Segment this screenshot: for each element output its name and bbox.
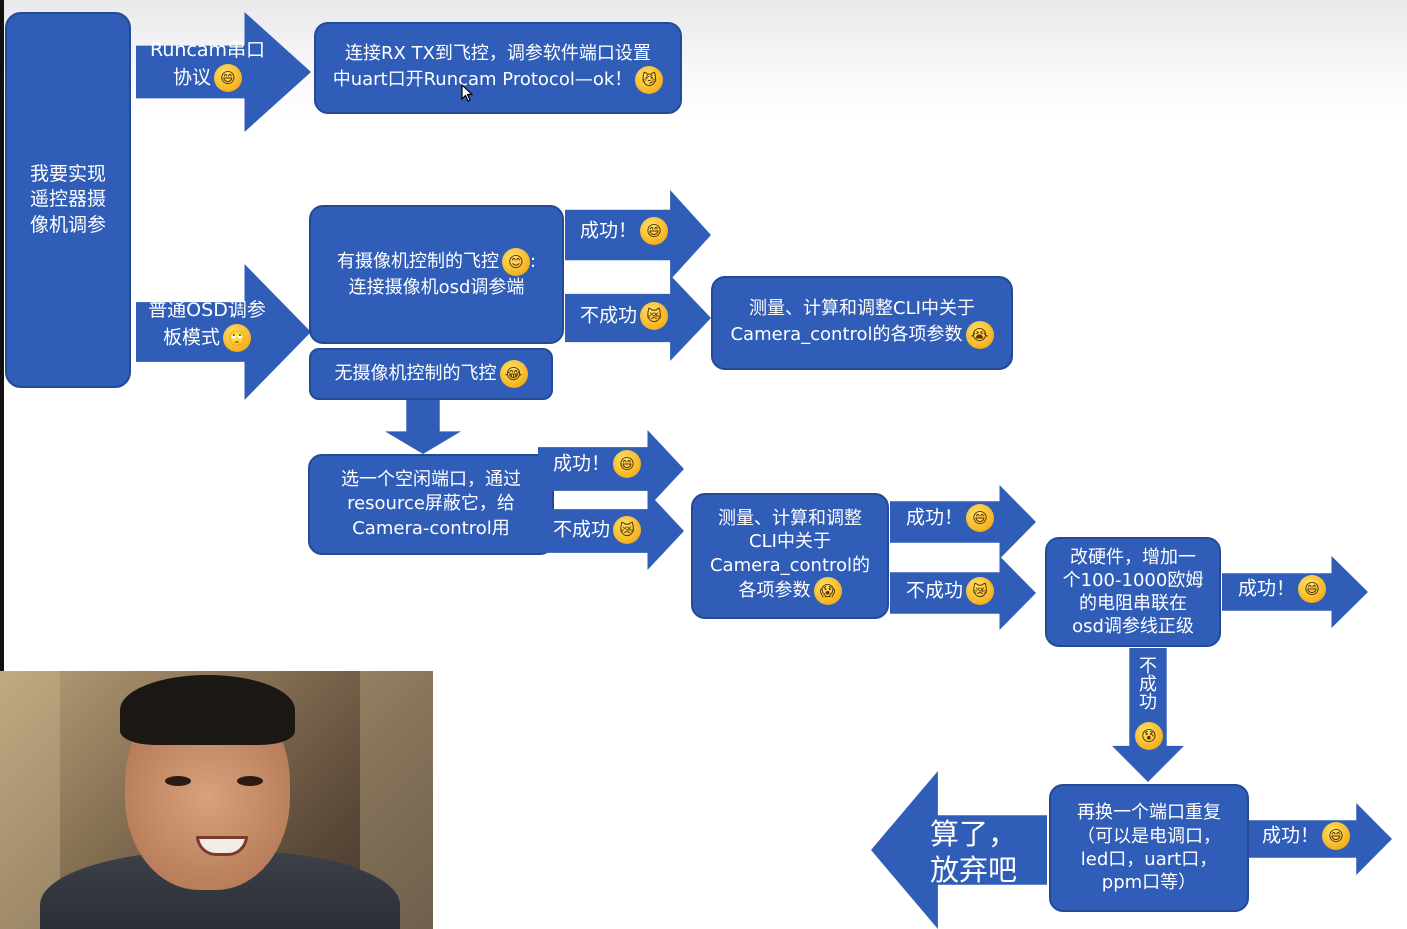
hardware-line3: 的电阻串联在 — [1079, 593, 1187, 614]
resource-fail-text: 不成功 — [553, 518, 611, 541]
hardware-line4: osd调参线正级 — [1072, 616, 1194, 638]
window-edge — [0, 0, 4, 929]
without-camera-control-box: 无摄像机控制的飞控😂 — [309, 348, 553, 400]
runcam-label-line1: Runcam串口 — [150, 39, 266, 61]
smile-emoji-icon: 😊 — [501, 248, 530, 277]
runcam-result-line2: 中uart口开Runcam Protocol—ok！ — [332, 69, 633, 91]
hardware-line2: 个100-1000欧姆 — [1062, 569, 1204, 591]
arrow-runcam-label: Runcam串口 协议😄 — [150, 38, 265, 92]
measure-mid-line2: CLI中关于 — [749, 531, 831, 553]
runcam-result-line1: 连接RX TX到飞控，调参软件端口设置 — [345, 42, 651, 64]
sob-emoji-icon: 😭 — [965, 321, 994, 350]
anxious-sweat-emoji-icon: 😰 — [1135, 722, 1163, 750]
without-control-text: 无摄像机控制的飞控 — [334, 363, 497, 384]
with-control-line1: 有摄像机控制的飞控 — [336, 251, 499, 273]
resource-success-label: 成功！😄 — [553, 450, 642, 478]
give-up-line1: 算了， — [930, 817, 1018, 851]
eye-roll-emoji-icon: 🙄 — [223, 323, 251, 352]
root-goal-box: 我要实现遥控器摄像机调参 — [5, 12, 131, 388]
measure-cli-box-top: 测量、计算和调整CLI中关于 Camera_control的各项参数😭 — [711, 276, 1013, 370]
with-control-fail-text: 不成功 — [580, 304, 638, 327]
resource-box: 选一个空闲端口，通过 resource屏蔽它，给 Camera-control用 — [308, 454, 554, 555]
with-control-success-label: 成功！😄 — [580, 217, 669, 245]
osd-label-line1: 普通OSD调参 — [148, 299, 266, 321]
resource-line2: resource屏蔽它，给 — [347, 493, 515, 515]
crying-cat-emoji-icon: 😿 — [613, 516, 642, 544]
give-up-line2: 放弃吧 — [930, 853, 1018, 888]
measure-top-line2: Camera_control的各项参数 — [730, 324, 963, 346]
retry-line1: 再换一个端口重复 — [1077, 802, 1221, 824]
tears-of-joy-emoji-icon: 😂 — [499, 360, 528, 388]
measure-top-line1: 测量、计算和调整CLI中关于 — [749, 297, 975, 319]
measure-fail-label: 不成功😿 — [906, 577, 995, 605]
retry-port-box: 再换一个端口重复 （可以是电调口， led口，uart口， ppm口等） — [1049, 784, 1249, 912]
grin-emoji-icon: 😄 — [1322, 822, 1351, 850]
resource-line3: Camera-control用 — [352, 517, 510, 539]
grin-emoji-icon: 😄 — [1298, 575, 1327, 603]
retry-success-label: 成功！😄 — [1262, 822, 1351, 850]
hardware-line1: 改硬件，增加一 — [1070, 546, 1196, 568]
root-goal-text: 我要实现遥控器摄像机调参 — [29, 162, 106, 236]
measure-mid-line3: Camera_control的 — [709, 554, 871, 576]
crying-cat-emoji-icon: 😿 — [640, 302, 669, 330]
retry-line4: ppm口等） — [1101, 872, 1197, 894]
resource-success-text: 成功！ — [553, 452, 611, 475]
mouse-cursor-icon — [461, 84, 473, 102]
cat-smile-emoji-icon: 😼 — [635, 66, 664, 95]
with-control-fail-label: 不成功😿 — [580, 302, 669, 330]
with-camera-control-box: 有摄像机控制的飞控😊: 连接摄像机osd调参端 — [309, 205, 564, 344]
runcam-label-line2: 协议 — [172, 66, 211, 89]
resource-line1: 选一个空闲端口，通过 — [341, 469, 521, 491]
measure-fail-text: 不成功 — [906, 579, 964, 602]
hardware-mod-box: 改硬件，增加一 个100-1000欧姆 的电阻串联在 osd调参线正级 — [1045, 537, 1221, 647]
scream-emoji-icon: 😱 — [813, 577, 842, 606]
resource-fail-label: 不成功😿 — [553, 516, 642, 544]
with-control-line2: 连接摄像机osd调参端 — [348, 277, 525, 299]
retry-success-text: 成功！ — [1262, 824, 1320, 847]
measure-success-label: 成功！😄 — [906, 504, 995, 532]
arrow-osd-label: 普通OSD调参 板模式🙄 — [146, 298, 268, 352]
measure-mid-line1: 测量、计算和调整 — [718, 507, 862, 529]
grin-emoji-icon: 😄 — [613, 450, 642, 478]
give-up-label: 算了， 放弃吧 — [930, 816, 1017, 889]
runcam-result-box: 连接RX TX到飞控，调参软件端口设置 中uart口开Runcam Protoc… — [314, 22, 682, 114]
with-control-success-text: 成功！ — [580, 219, 638, 242]
arrow-down-to-resource — [385, 400, 461, 454]
grin-emoji-icon: 😄 — [214, 63, 242, 92]
hardware-success-label: 成功！😄 — [1238, 575, 1327, 603]
measure-mid-line4: 各项参数 — [738, 580, 811, 602]
measure-success-text: 成功！ — [906, 506, 964, 529]
osd-label-line2: 板模式 — [162, 326, 220, 349]
grin-emoji-icon: 😄 — [640, 217, 669, 245]
webcam-presenter-video — [0, 671, 433, 929]
retry-line3: led口，uart口， — [1080, 849, 1218, 870]
grin-emoji-icon: 😄 — [966, 504, 995, 532]
retry-line2: （可以是电调口， — [1077, 825, 1221, 847]
with-control-colon: : — [529, 251, 537, 273]
crying-cat-emoji-icon: 😿 — [966, 577, 995, 605]
hardware-fail-label: 不成功 — [1133, 656, 1159, 710]
hardware-fail-text: 不成功 — [1136, 656, 1157, 710]
hardware-success-text: 成功！ — [1238, 577, 1296, 600]
measure-cli-box-middle: 测量、计算和调整 CLI中关于 Camera_control的 各项参数😱 — [691, 493, 889, 619]
